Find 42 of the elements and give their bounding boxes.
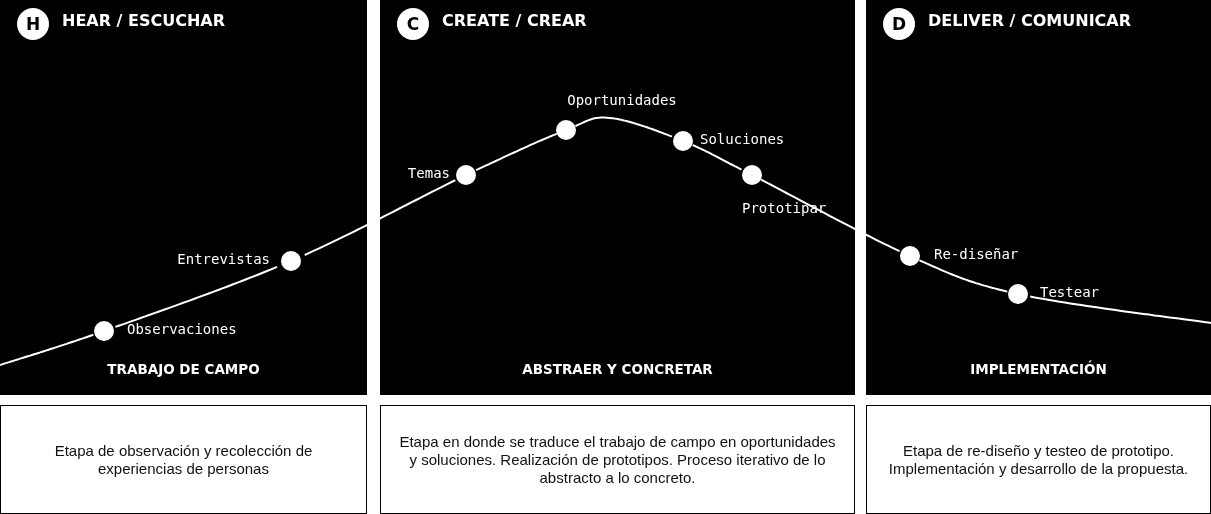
description-box xyxy=(380,405,855,514)
stage-subtitle: ABSTRAER Y CONCRETAR xyxy=(521,361,714,377)
description-text: Etapa en donde se traduce el trabajo de campo en oportunidades y soluciones. Realización de prototipos. Proceso iterativo de lo abstracto a lo concreto. xyxy=(398,432,837,487)
stage-subtitle: IMPLEMENTACIÓN xyxy=(969,361,1108,377)
stage-subtitle: TRABAJO DE CAMPO xyxy=(106,361,261,377)
curve-line xyxy=(918,259,1009,293)
curve-dot xyxy=(742,165,762,185)
curve-line xyxy=(114,265,279,328)
curve-line xyxy=(760,178,901,253)
stage-panel xyxy=(380,0,855,395)
dot-label: Observaciones xyxy=(127,321,237,337)
curve-dot xyxy=(1008,284,1028,304)
stage-heading: DELIVER / COMUNICAR xyxy=(928,11,1132,30)
curve-line xyxy=(1029,295,1211,324)
curve-dot xyxy=(673,131,693,151)
stage-panel xyxy=(0,0,367,395)
description-box xyxy=(866,405,1211,514)
letter-circle: C xyxy=(397,8,429,40)
curve-dot xyxy=(556,120,576,140)
curve-dot xyxy=(456,165,476,185)
description-box xyxy=(0,405,367,514)
stage-panel xyxy=(866,0,1211,395)
dot-label: Testear xyxy=(1040,284,1099,300)
curve-dot xyxy=(900,246,920,266)
curve-line xyxy=(475,132,558,172)
description-text: Etapa de re-diseño y testeo de prototipo. Implementación y desarrollo de la propuesta. xyxy=(887,441,1190,478)
stage-heading: CREATE / CREAR xyxy=(442,11,587,30)
description-text: Etapa de observación y recolección de experiencias de personas xyxy=(53,441,314,478)
curve-line xyxy=(574,116,673,138)
dot-label: Soluciones xyxy=(700,131,785,147)
curve-line xyxy=(691,144,743,171)
curve-dot xyxy=(281,251,301,271)
curve-line xyxy=(303,179,457,256)
dot-label: Oportunidades xyxy=(567,92,677,108)
dot-label: Temas xyxy=(407,165,450,181)
dot-label: Entrevistas xyxy=(177,251,270,267)
dot-label: Re-diseñar xyxy=(934,246,1019,262)
stage-heading: HEAR / ESCUCHAR xyxy=(62,11,226,30)
curve-dot xyxy=(94,321,114,341)
letter-circle: H xyxy=(17,8,49,40)
curve-line xyxy=(0,333,95,366)
letter-circle: D xyxy=(883,8,915,40)
